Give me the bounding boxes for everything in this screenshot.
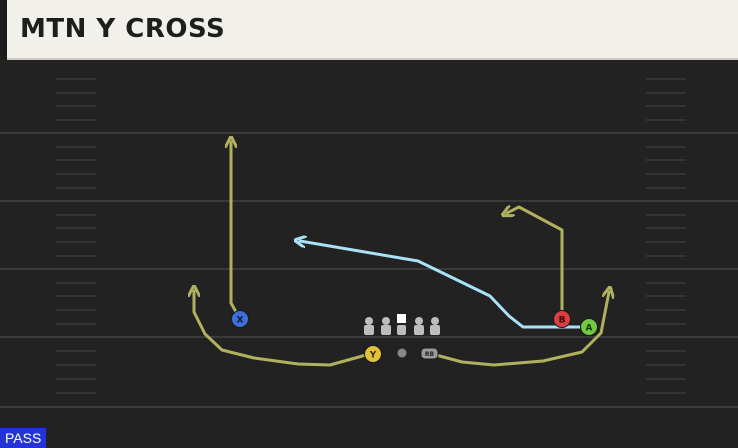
center-icon xyxy=(397,314,406,335)
player-y-label: Y xyxy=(369,351,377,361)
player-a: A xyxy=(580,318,598,336)
player-rb-label: RB xyxy=(425,351,435,358)
player-x-label: X xyxy=(237,316,244,326)
player-a-label: A xyxy=(586,324,593,334)
player-rb: RB xyxy=(420,347,439,360)
hash-marks-left xyxy=(56,78,96,394)
route-rb-wheel xyxy=(434,292,609,367)
hash-marks-right xyxy=(646,78,686,394)
lineman-icon xyxy=(414,317,424,335)
lineman-icon xyxy=(430,317,440,335)
lineman-icon xyxy=(364,317,374,335)
player-b-label: B xyxy=(559,316,566,326)
route-y-wheel xyxy=(194,291,368,367)
hash-marks xyxy=(56,78,686,394)
play-title: MTN Y CROSS xyxy=(20,14,226,44)
offensive-line xyxy=(364,314,440,335)
player-b: B xyxy=(553,310,571,328)
play-type-badge: PASS xyxy=(0,428,47,448)
play-header: MTN Y CROSS xyxy=(0,0,738,60)
yard-lines xyxy=(0,132,738,408)
lineman-icon xyxy=(381,317,391,335)
player-x: X xyxy=(231,310,249,328)
route-b-corner xyxy=(507,207,564,321)
route-a-cross xyxy=(300,241,591,329)
route-x-streak xyxy=(231,142,242,321)
player-y: Y xyxy=(364,345,382,363)
quarterback-marker xyxy=(397,348,407,358)
header-accent xyxy=(0,0,7,60)
routes xyxy=(194,142,609,367)
